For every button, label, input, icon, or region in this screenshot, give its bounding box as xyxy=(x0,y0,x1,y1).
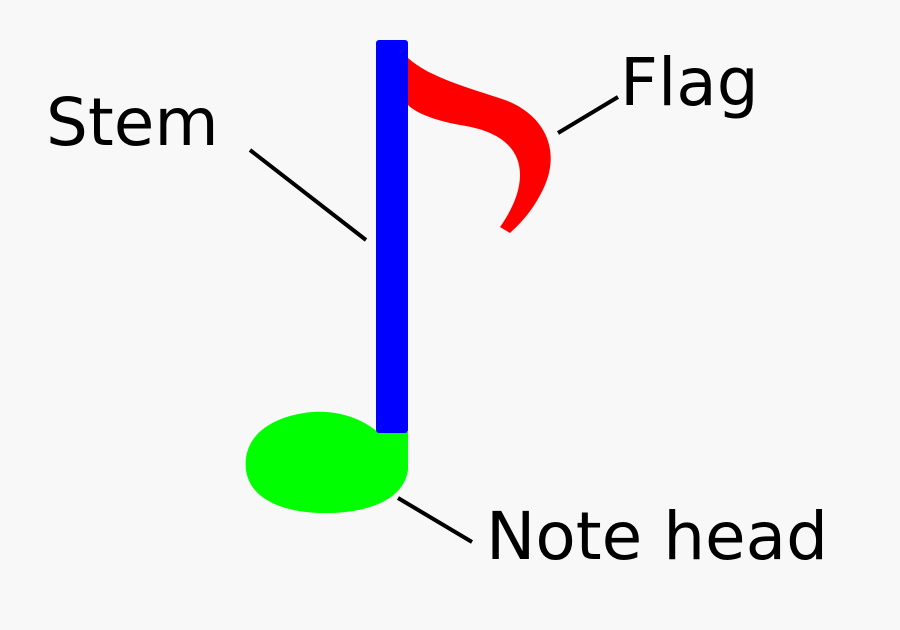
note-stem xyxy=(376,40,408,433)
note-flag xyxy=(408,58,551,233)
flag-label: Flag xyxy=(620,44,759,121)
stem-leader-line xyxy=(248,148,368,242)
flag-leader-line xyxy=(556,95,620,135)
note-head-leader-line xyxy=(396,496,474,544)
stem-label: Stem xyxy=(46,84,219,161)
note-head-label: Note head xyxy=(486,498,828,575)
note-head xyxy=(245,411,408,514)
